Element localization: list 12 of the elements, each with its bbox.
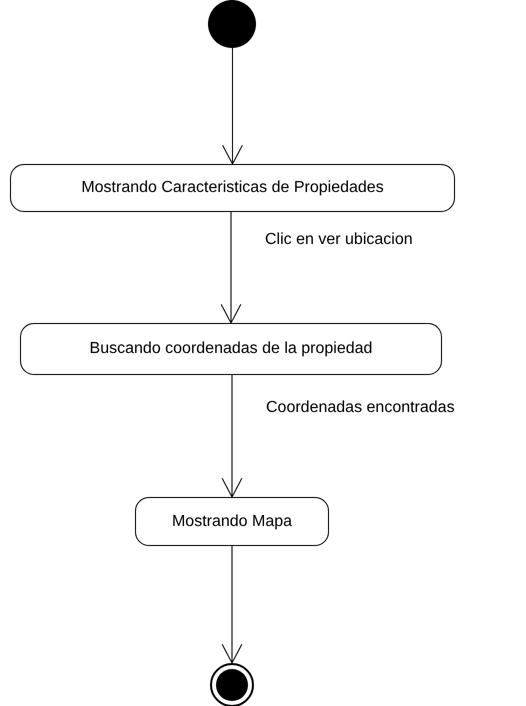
state-box bbox=[10, 164, 455, 212]
state-box bbox=[20, 323, 442, 375]
state-name: Buscando coordenadas de la propiedad bbox=[90, 340, 372, 358]
arrow bbox=[222, 48, 243, 164]
final-node bbox=[210, 663, 254, 706]
initial-node bbox=[208, 0, 256, 48]
arrow bbox=[222, 374, 242, 498]
state-name: Mostrando Caracteristicas de Propiedades bbox=[81, 179, 384, 197]
arrow bbox=[222, 546, 242, 664]
state-box bbox=[135, 497, 329, 546]
arrow bbox=[220, 212, 242, 324]
state-name: Mostrando Mapa bbox=[172, 512, 292, 530]
